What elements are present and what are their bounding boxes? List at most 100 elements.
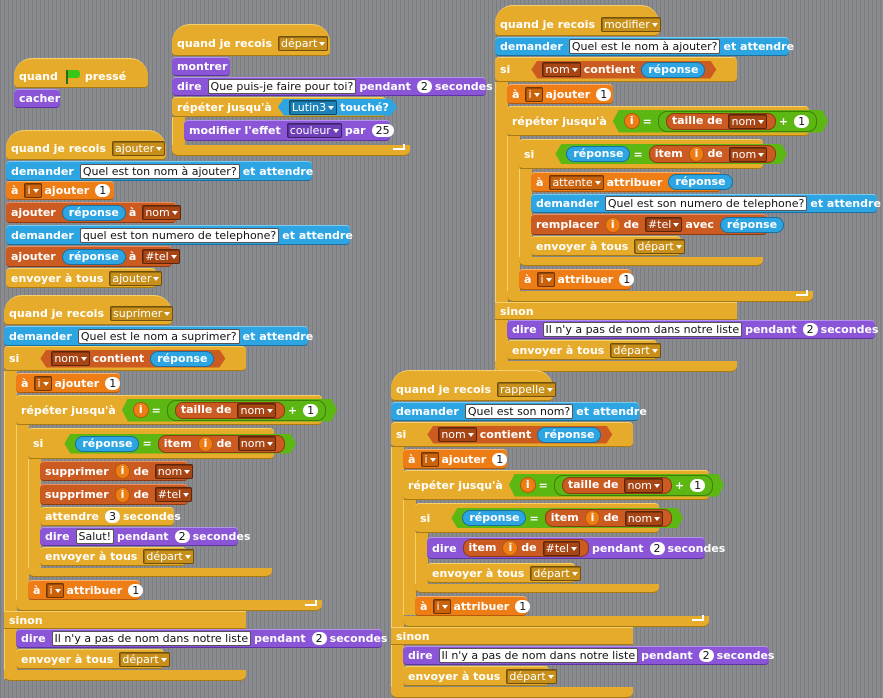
touching-condition[interactable]: Lutin3 touché? [278, 99, 397, 116]
set-var-block[interactable]: à i attribuer 1 [519, 269, 635, 290]
ask-text-input[interactable]: Quel est ton nom à ajouter? [79, 163, 240, 179]
broadcast-block[interactable]: envoyer à tous départ [403, 666, 557, 686]
set-var-block[interactable]: à attente attribuer réponse [531, 172, 733, 192]
show-block[interactable]: montrer [172, 57, 230, 76]
broadcast-block[interactable]: envoyer à tous départ [427, 563, 581, 583]
say-for-secs-block[interactable]: dire Il n'y a pas de nom dans notre list… [507, 320, 878, 339]
loop-arrow-icon [692, 615, 704, 621]
change-effect-block[interactable]: modifier l'effet couleur par 25 [184, 120, 394, 141]
when-flag-clicked-hat[interactable]: quand pressé [14, 58, 148, 88]
change-var-block[interactable]: à i ajouter 1 [16, 373, 121, 393]
delete-of-list-block[interactable]: supprimer i de nom [40, 461, 194, 481]
else-c-arm [391, 645, 404, 687]
when-label: quand [19, 70, 58, 83]
ask-block[interactable]: demander Quel est son numero de telephon… [531, 194, 881, 213]
set-var-block[interactable]: à i attribuer 1 [415, 596, 531, 616]
else-c-arm [495, 320, 508, 370]
message-dropdown[interactable]: départ [278, 36, 329, 51]
wait-block[interactable]: attendre 3 secondes [40, 507, 181, 526]
if-else-c-foot [4, 670, 246, 681]
say-for-secs-block[interactable]: dire Salut! pendant 2 secondes [40, 527, 250, 546]
if-c-foot [28, 568, 272, 577]
if-c-arm [519, 169, 532, 261]
if-else-c-foot [495, 361, 737, 372]
else-label-bar[interactable]: sinon [4, 611, 246, 629]
broadcast-block[interactable]: envoyer à tous départ [507, 340, 661, 360]
broadcast-block[interactable]: envoyer à tous ajouter [6, 268, 163, 288]
change-var-block[interactable]: à i ajouter 1 [6, 181, 114, 200]
say-for-secs-block[interactable]: dire Il n'y a pas de nom dans notre list… [403, 646, 774, 665]
ask-block[interactable]: demander Quel est le nom à ajouter? et a… [495, 37, 794, 56]
if-else-block[interactable]: si nom contient réponse [495, 57, 737, 82]
ask-block[interactable]: demander quel est ton numero de telephon… [6, 225, 353, 245]
list-contains-condition[interactable]: nom contient réponse [427, 426, 612, 444]
if-c-foot [415, 584, 659, 593]
repeat-c-arm [403, 500, 416, 615]
repeat-c-foot [403, 616, 709, 627]
if-c-arm [495, 82, 508, 302]
when-receive-rappelle-hat[interactable]: quand je recois rappelle [391, 370, 556, 401]
loop-arrow-icon [796, 290, 808, 296]
when-receive-ajouter-hat[interactable]: quand je recois ajouter [6, 130, 166, 160]
repeat-c-foot [507, 291, 813, 302]
change-var-block[interactable]: à i ajouter 1 [403, 449, 508, 469]
say-text-input[interactable]: Que puis-je faire pour toi? [207, 79, 357, 94]
add-to-list-block[interactable]: ajouter réponse à nom [6, 202, 181, 223]
if-else-c-foot [391, 687, 633, 698]
broadcast-block[interactable]: envoyer à tous départ [40, 547, 194, 566]
if-c-arm [4, 371, 17, 611]
say-for-secs-block[interactable]: dire Il n'y a pas de nom dans notre list… [16, 629, 387, 648]
else-label-bar[interactable]: sinon [495, 302, 737, 320]
if-else-block[interactable]: si nom contient réponse [4, 346, 246, 371]
if-c-foot [519, 257, 763, 266]
delete-of-list-block[interactable]: supprimer i de #tel [40, 484, 193, 505]
ask-block[interactable]: demander Quel est le nom a suprimer? et … [4, 326, 313, 346]
set-var-block[interactable]: à i attribuer 1 [28, 580, 144, 600]
if-c-arm [415, 533, 428, 588]
list-contains-condition[interactable]: nom contient réponse [531, 61, 716, 79]
change-var-block[interactable]: à i ajouter 1 [507, 84, 613, 104]
repeat-until-block[interactable]: répéter jusqu'à Lutin3 touché? [172, 97, 386, 117]
repeat-c-arm [172, 117, 185, 145]
say-for-secs-block[interactable]: dire Que puis-je faire pour toi? pendant… [172, 77, 493, 96]
if-else-block[interactable]: si nom contient réponse [391, 422, 633, 447]
hide-block[interactable]: cacher [14, 89, 60, 108]
replace-item-block[interactable]: remplacer i de #tel avec réponse [531, 214, 785, 235]
pressed-label: pressé [84, 70, 127, 83]
loop-arrow-icon [305, 600, 317, 606]
repeat-c-foot [16, 600, 322, 611]
when-receive-suprimer-hat[interactable]: quand je recois suprimer [4, 295, 174, 325]
repeat-c-foot [172, 145, 410, 156]
repeat-c-arm [507, 136, 520, 291]
broadcast-block[interactable]: envoyer à tous départ [531, 236, 685, 256]
loop-arrow-icon [393, 144, 405, 150]
else-label-bar[interactable]: sinon [391, 627, 633, 645]
list-contains-condition[interactable]: nom contient réponse [40, 350, 225, 368]
broadcast-block[interactable]: envoyer à tous départ [16, 649, 170, 669]
ask-block[interactable]: demander Quel est ton nom à ajouter? et … [6, 161, 313, 181]
when-receive-depart-hat[interactable]: quand je recois départ [172, 24, 330, 56]
secs-input[interactable]: 2 [416, 80, 432, 93]
if-c-arm [391, 447, 404, 627]
when-receive-modifier-hat[interactable]: quand je recois modifier [495, 5, 661, 36]
repeat-c-arm [16, 425, 29, 600]
add-to-list-block[interactable]: ajouter réponse à #tel [6, 246, 180, 267]
else-c-arm [4, 629, 17, 679]
ask-block[interactable]: demander Quel est son nom? et attendre [391, 402, 647, 421]
